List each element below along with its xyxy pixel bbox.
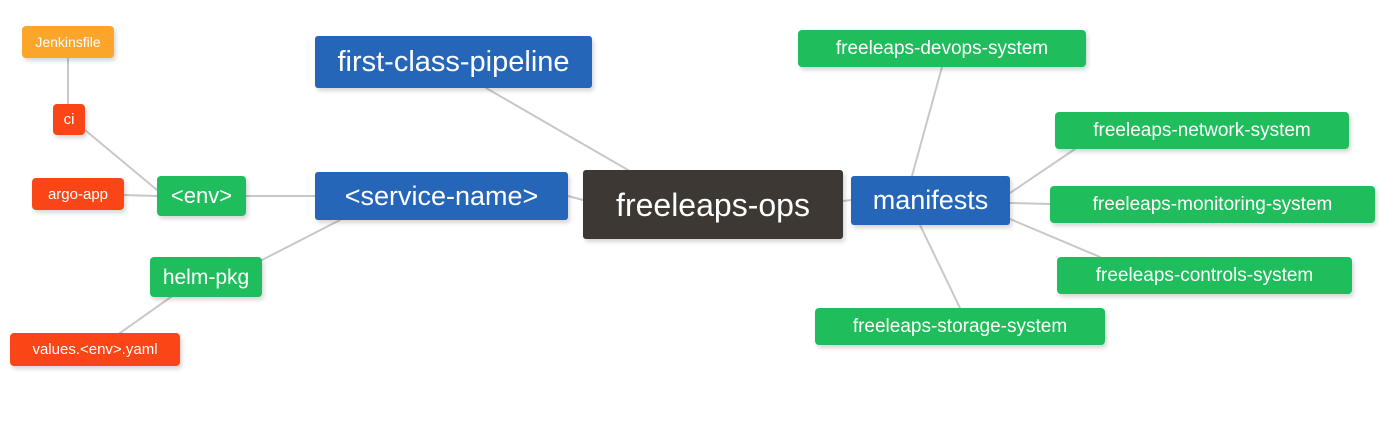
edge-manifests-to-freeleaps-storage-system — [919, 224, 961, 309]
node-jenkinsfile[interactable]: Jenkinsfile — [22, 26, 114, 58]
edge-helm-pkg-to-values-yaml — [119, 291, 179, 334]
edge-first-class-pipeline-to-freeleaps-ops — [485, 87, 629, 171]
node-helm-pkg[interactable]: helm-pkg — [150, 257, 262, 297]
edge-manifests-to-freeleaps-monitoring-system — [1009, 202, 1051, 205]
node-env[interactable]: <env> — [157, 176, 246, 216]
node-manifests[interactable]: manifests — [851, 176, 1010, 225]
node-freeleaps-network-system[interactable]: freeleaps-network-system — [1055, 112, 1349, 149]
node-first-class-pipeline[interactable]: first-class-pipeline — [315, 36, 592, 88]
edge-freeleaps-ops-to-manifests — [842, 199, 852, 202]
edge-argo-app-to-env — [123, 194, 158, 197]
edge-manifests-to-freeleaps-controls-system — [1009, 218, 1101, 258]
node-freeleaps-ops[interactable]: freeleaps-ops — [583, 170, 843, 239]
node-freeleaps-storage-system[interactable]: freeleaps-storage-system — [815, 308, 1105, 345]
node-service-name[interactable]: <service-name> — [315, 172, 568, 220]
edge-manifests-to-freeleaps-devops-system — [911, 66, 943, 177]
edge-service-name-to-helm-pkg — [261, 219, 341, 261]
node-freeleaps-controls-system[interactable]: freeleaps-controls-system — [1057, 257, 1352, 294]
node-values-yaml[interactable]: values.<env>.yaml — [10, 333, 180, 366]
node-ci[interactable]: ci — [53, 104, 85, 135]
node-freeleaps-devops-system[interactable]: freeleaps-devops-system — [798, 30, 1086, 67]
edge-service-name-to-freeleaps-ops — [567, 195, 584, 201]
node-argo-app[interactable]: argo-app — [32, 178, 124, 210]
node-freeleaps-monitoring-system[interactable]: freeleaps-monitoring-system — [1050, 186, 1375, 223]
